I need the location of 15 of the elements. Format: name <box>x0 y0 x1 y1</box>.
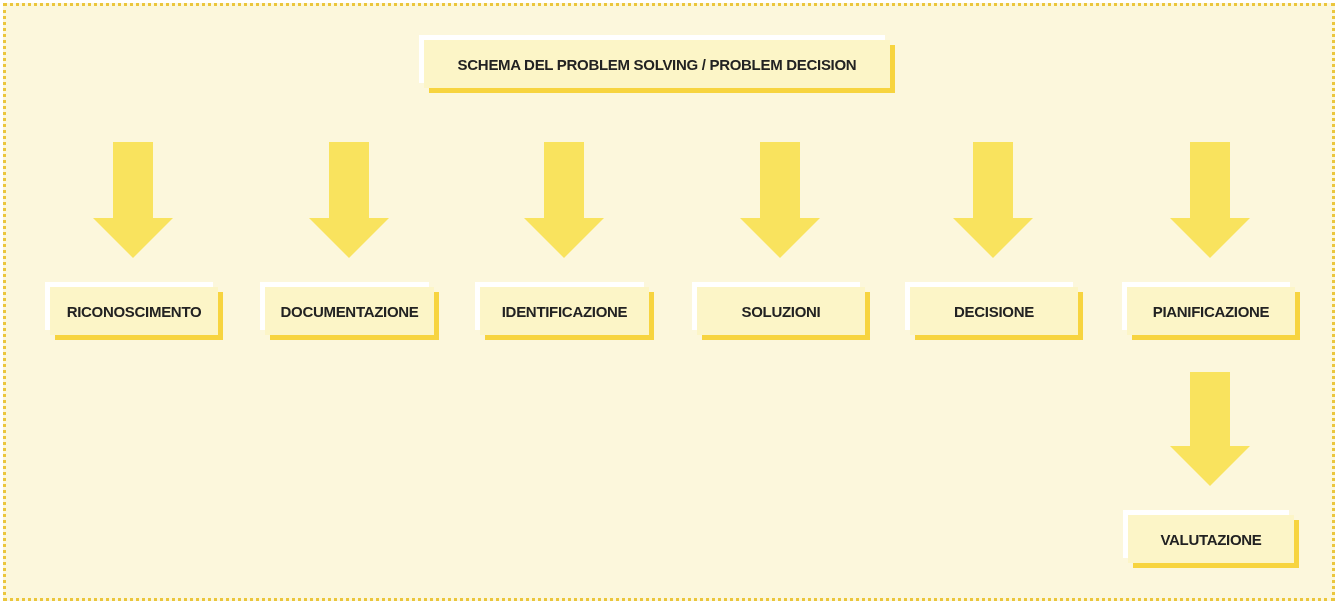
block-arrow <box>1170 372 1250 486</box>
step-label: DOCUMENTAZIONE <box>280 302 419 320</box>
step-label: VALUTAZIONE <box>1160 530 1262 548</box>
step-label: PIANIFICAZIONE <box>1152 302 1270 320</box>
step-label: IDENTIFICAZIONE <box>501 302 628 320</box>
step-label: SOLUZIONI <box>741 302 821 320</box>
step-label: SCHEMA DEL PROBLEM SOLVING / PROBLEM DECISION <box>457 55 857 73</box>
block-arrow <box>740 142 820 258</box>
step-label: DECISIONE <box>954 302 1034 320</box>
block-arrow <box>953 142 1033 258</box>
block-arrow <box>1170 142 1250 258</box>
block-arrow <box>309 142 389 258</box>
step-label: RICONOSCIMENTO <box>66 302 202 320</box>
block-arrow <box>524 142 604 258</box>
block-arrow <box>93 142 173 258</box>
